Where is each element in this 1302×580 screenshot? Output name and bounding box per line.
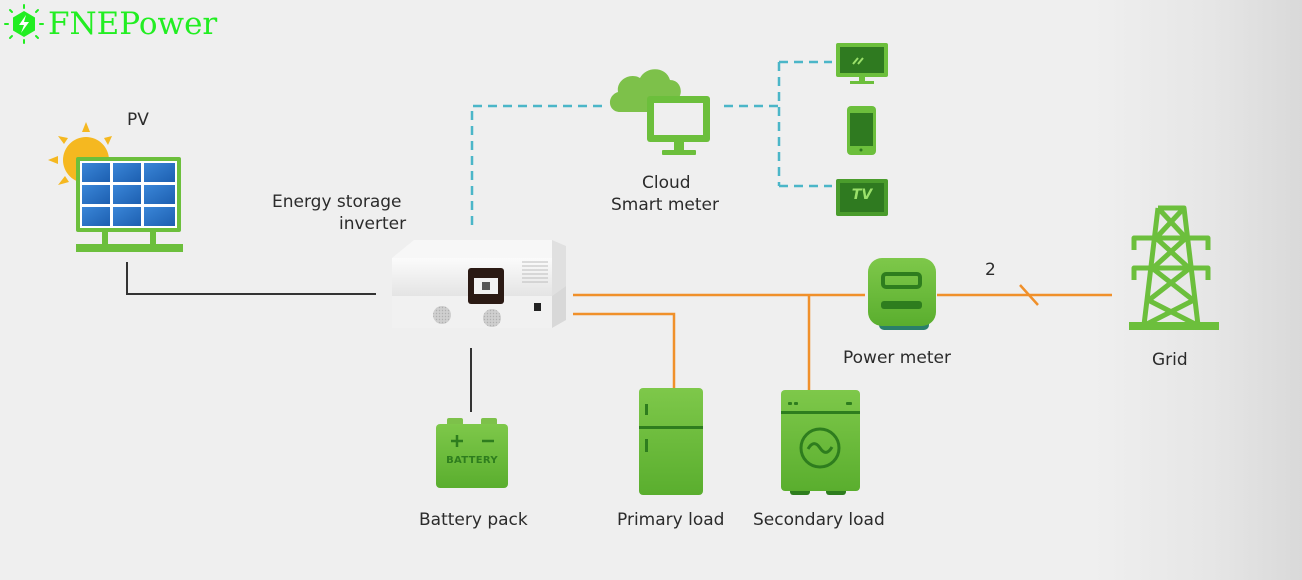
battery-icon-text: BATTERY — [446, 455, 498, 466]
primary-load-line — [573, 312, 676, 388]
power-meter-icon — [868, 258, 936, 330]
lightning-hexagon-icon — [4, 4, 44, 44]
cloud-label-line2: Smart meter — [611, 195, 719, 215]
two-wire-tick — [1019, 284, 1039, 306]
primary-load-label: Primary load — [617, 510, 725, 530]
tv-icon-text: TV — [851, 187, 873, 203]
brand-logo: FNEPower — [4, 4, 217, 44]
inverter-cloud-data-line — [470, 104, 605, 225]
cloud-devices-data-line — [724, 60, 832, 188]
tv-icon — [836, 179, 888, 216]
refrigerator-icon — [639, 388, 703, 495]
inverter-label-line2: inverter — [339, 214, 407, 234]
battery-icon — [436, 418, 508, 488]
grid-label: Grid — [1152, 350, 1188, 370]
transmission-tower-icon — [1129, 205, 1219, 330]
inverter-label-line1: Energy storage — [272, 192, 402, 212]
pv-inverter-line — [126, 262, 376, 295]
line-count-label: 2 — [985, 260, 996, 280]
pv-label: PV — [127, 110, 149, 130]
cloud-monitor-icon — [609, 69, 710, 155]
power-meter-label: Power meter — [843, 348, 951, 368]
washing-machine-icon — [781, 390, 860, 495]
brand-name: FNEPower — [48, 6, 218, 42]
secondary-load-label: Secondary load — [753, 510, 885, 530]
inverter-icon — [392, 240, 566, 328]
phone-icon — [847, 106, 876, 155]
battery-label: Battery pack — [419, 510, 528, 530]
cloud-label-line1: Cloud — [642, 173, 691, 193]
solar-panel-icon — [48, 122, 183, 252]
monitor-icon — [836, 43, 888, 84]
